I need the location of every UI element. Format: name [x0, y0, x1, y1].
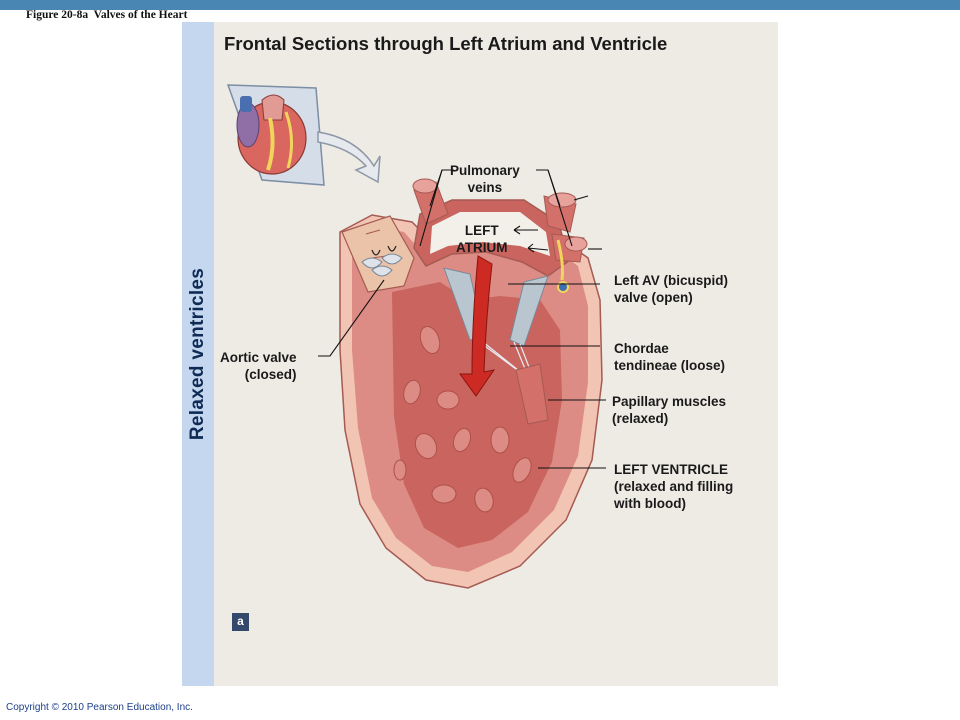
heart-section	[339, 178, 603, 589]
panel-badge: a	[232, 613, 249, 631]
label-left-av-valve: Left AV (bicuspid) valve (open)	[614, 273, 728, 305]
label-pulmonary-veins: Pulmonary veins	[450, 163, 520, 195]
label-aortic-valve: Aortic valve (closed)	[220, 350, 297, 382]
heart-thumbnail	[226, 84, 325, 186]
side-strip	[182, 22, 214, 686]
panel-title: Frontal Sections through Left Atrium and…	[224, 33, 668, 54]
label-left-atrium: LEFT ATRIUM	[456, 223, 508, 255]
label-chordae-tendineae: Chordae tendineae (loose)	[614, 341, 726, 373]
label-left-ventricle: LEFT VENTRICLE (relaxed and filling with…	[614, 462, 734, 511]
leader-lines	[318, 169, 606, 469]
figure-caption: Figure 20-8a Valves of the Heart	[26, 9, 188, 21]
header-bar	[0, 0, 960, 10]
thumbnail-arrow	[317, 131, 381, 184]
label-papillary-muscles: Papillary muscles (relaxed)	[612, 394, 727, 426]
copyright: Copyright © 2010 Pearson Education, Inc.	[6, 702, 193, 713]
